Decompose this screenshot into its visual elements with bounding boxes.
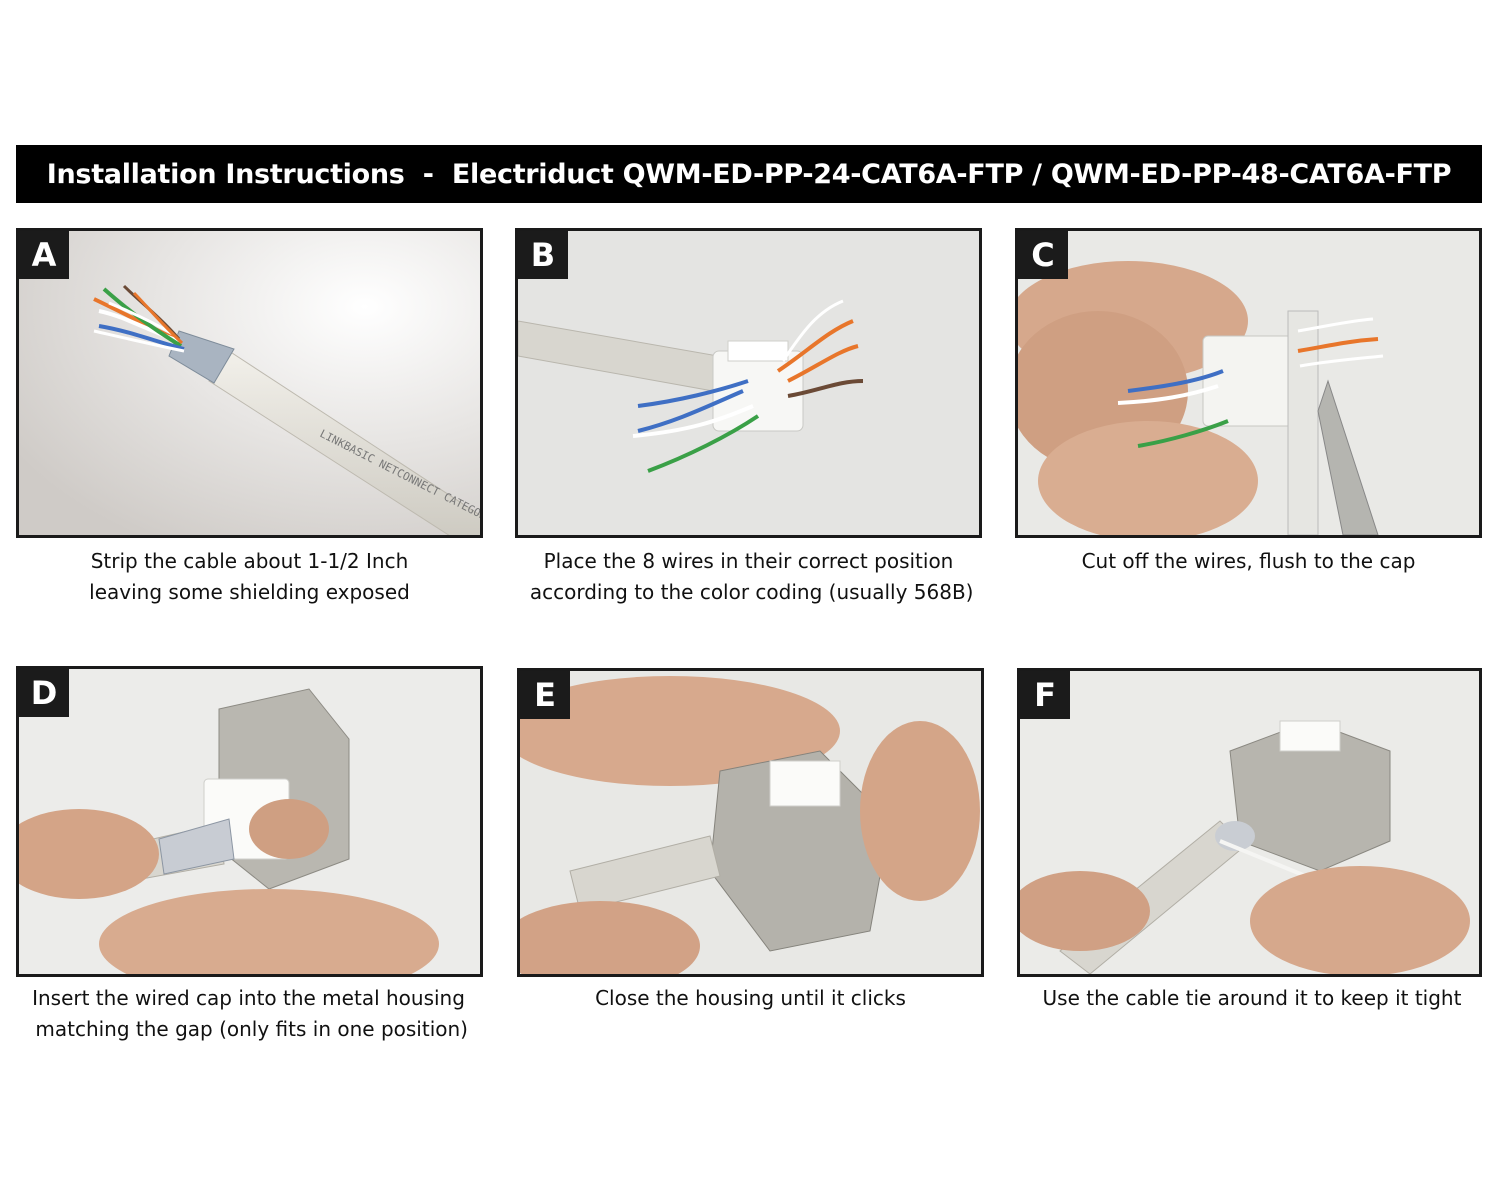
step-d-caption: Insert the wired cap into the metal hous… — [0, 983, 497, 1045]
step-a-caption: Strip the cable about 1-1/2 Inch leaving… — [16, 546, 483, 608]
step-f-caption: Use the cable tie around it to keep it t… — [1012, 983, 1492, 1014]
step-b-letter: B — [518, 231, 568, 279]
step-a-photo: A LINKBASIC NETCONNECT CATEGORY — [16, 228, 483, 538]
step-e-caption-line1: Close the housing until it clicks — [595, 986, 906, 1010]
insert-cap-illustration — [19, 669, 480, 974]
stripped-cable-illustration: LINKBASIC NETCONNECT CATEGORY — [19, 231, 480, 535]
step-d-photo: D — [16, 666, 483, 977]
step-a-caption-line1: Strip the cable about 1-1/2 Inch — [90, 549, 409, 573]
step-d-caption-line1: Insert the wired cap into the metal hous… — [32, 986, 465, 1010]
step-c-caption-line1: Cut off the wires, flush to the cap — [1081, 549, 1416, 573]
wire-placement-illustration — [518, 231, 979, 535]
step-d-letter: D — [19, 669, 69, 717]
step-f-caption-line1: Use the cable tie around it to keep it t… — [1042, 986, 1462, 1010]
cutting-wires-illustration — [1018, 231, 1479, 535]
step-e-photo: E — [517, 668, 984, 977]
step-e-caption: Close the housing until it clicks — [517, 983, 984, 1014]
step-b-caption-line2: according to the color coding (usually 5… — [523, 580, 974, 604]
step-b-photo: B — [515, 228, 982, 538]
step-c-letter: C — [1018, 231, 1068, 279]
step-c-caption: Cut off the wires, flush to the cap — [1015, 546, 1482, 577]
step-f-letter: F — [1020, 671, 1070, 719]
step-f-photo: F — [1017, 668, 1482, 977]
step-a-caption-line2: leaving some shielding exposed — [89, 580, 410, 604]
page-title: Installation Instructions - Electriduct … — [16, 145, 1482, 203]
step-d-caption-line2: matching the gap (only fits in one posit… — [29, 1017, 468, 1041]
step-e-letter: E — [520, 671, 570, 719]
step-c-photo: C — [1015, 228, 1482, 538]
step-a-letter: A — [19, 231, 69, 279]
close-housing-illustration — [520, 671, 981, 974]
step-b-caption: Place the 8 wires in their correct posit… — [495, 546, 1002, 608]
step-b-caption-line1: Place the 8 wires in their correct posit… — [543, 549, 954, 573]
cable-tie-illustration — [1020, 671, 1479, 974]
